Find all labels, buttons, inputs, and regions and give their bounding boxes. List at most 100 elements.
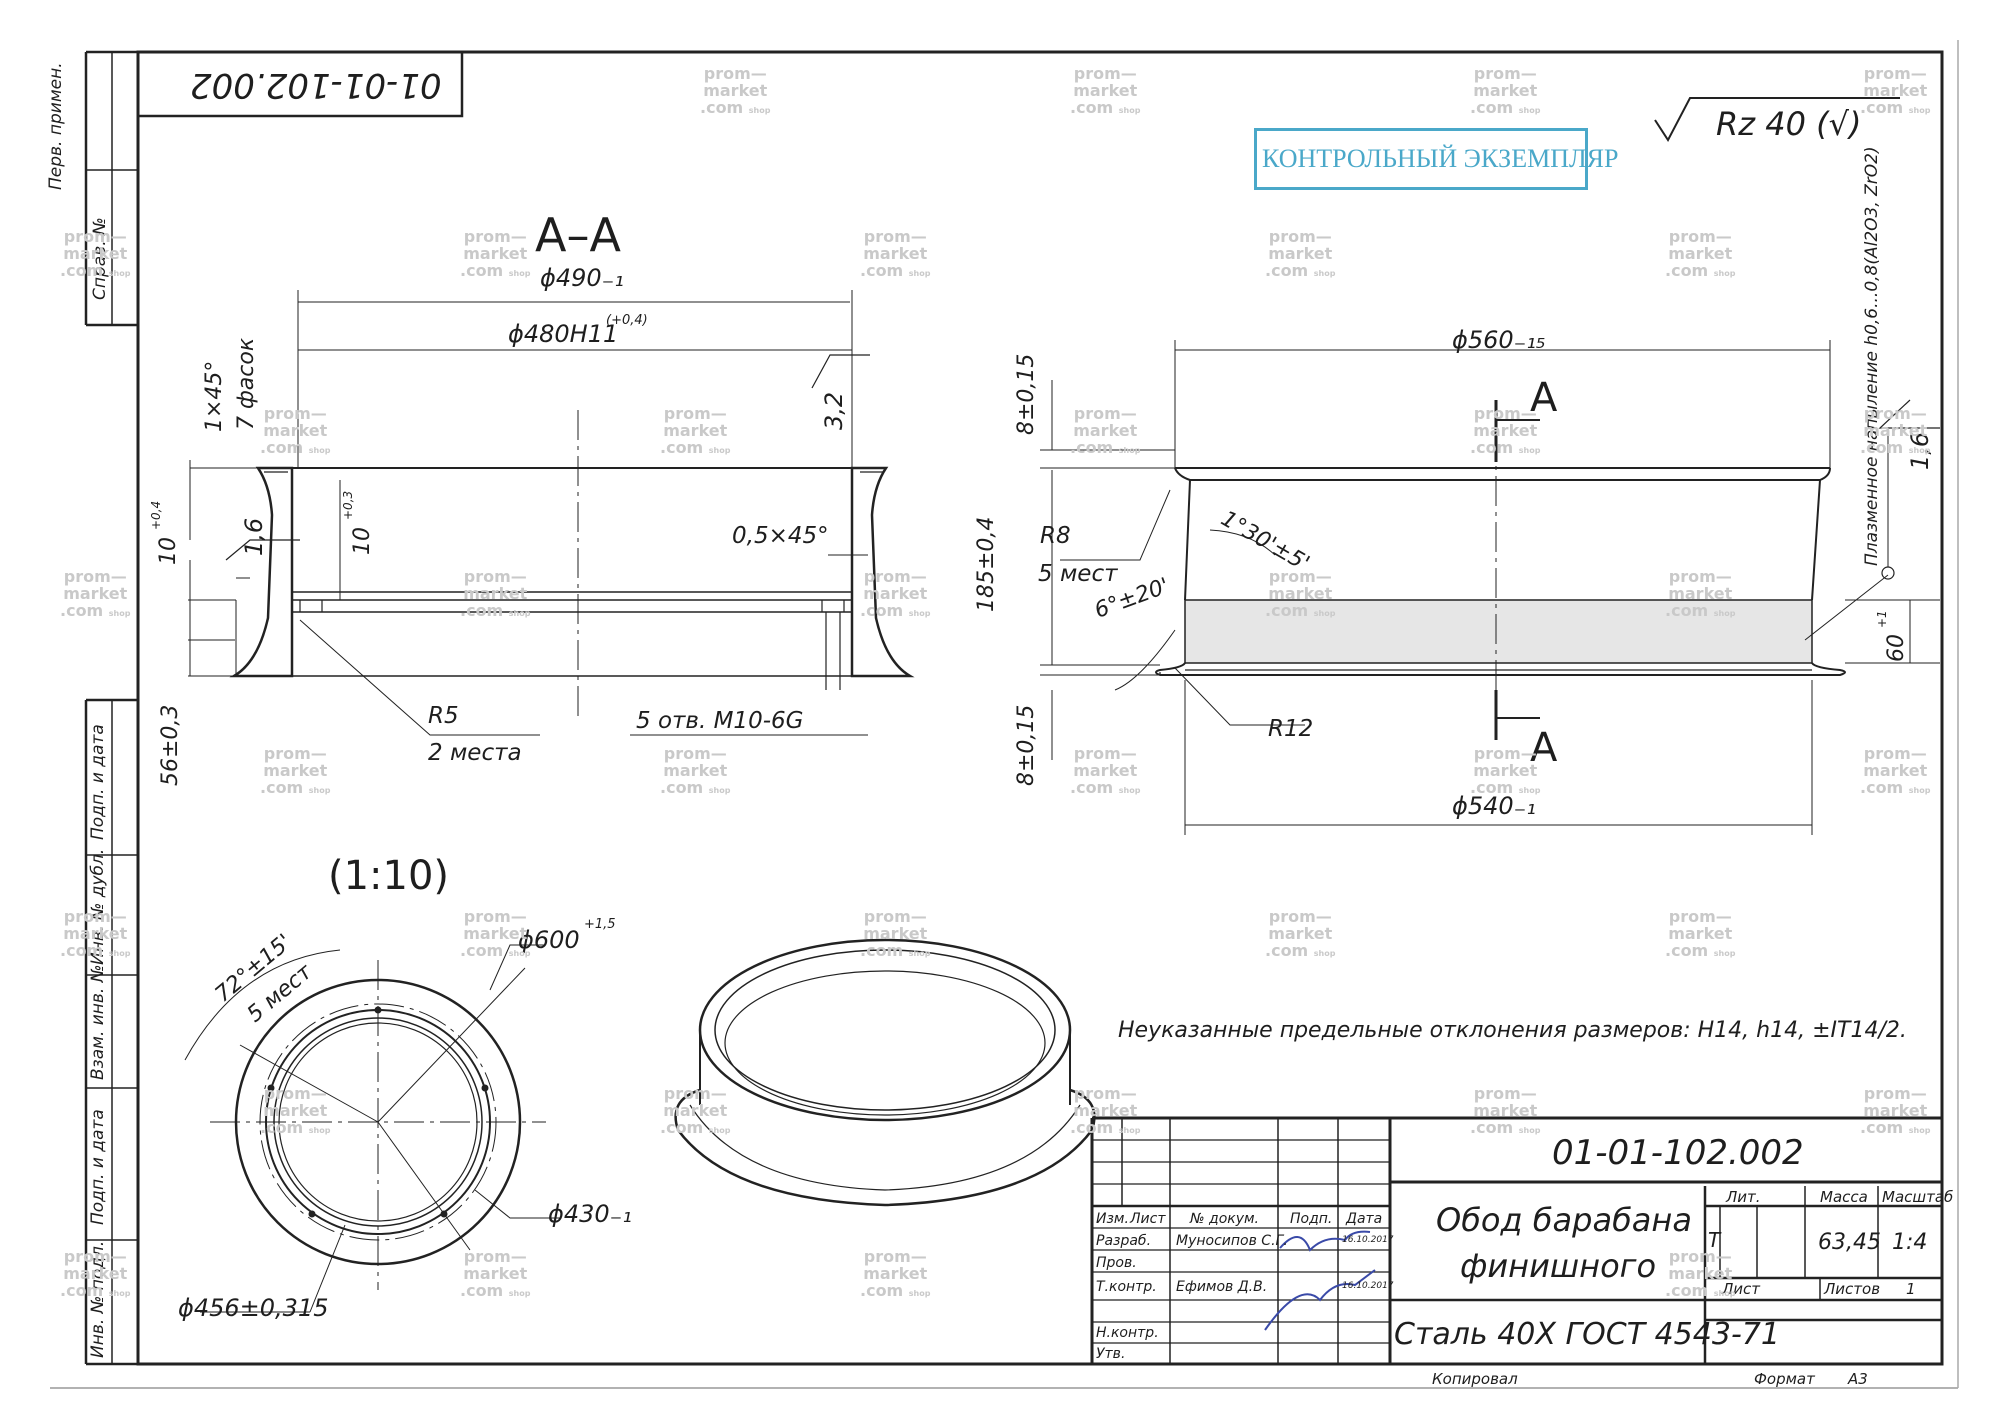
dim-two-places: 2 места	[428, 740, 522, 766]
roughness-text: Rz 40 (√)	[1716, 105, 1862, 143]
lit-value: Т	[1708, 1228, 1721, 1252]
dim-60: 60	[1884, 634, 1909, 662]
signature-2	[1264, 1269, 1376, 1331]
dim-d540: ϕ540₋₁	[1452, 792, 1536, 820]
rotated-drawing-number: 01-01-102.002	[190, 65, 442, 105]
watermark: prom—market.com shop	[1860, 1084, 1931, 1137]
watermark: prom—market.com shop	[1470, 64, 1541, 117]
watermark: prom—market.com shop	[460, 1247, 531, 1300]
watermark: prom—market.com shop	[60, 227, 131, 280]
watermark: prom—market.com shop	[700, 64, 771, 117]
watermark: prom—market.com shop	[860, 907, 931, 960]
dim-r12: R12	[1268, 716, 1314, 742]
row-name-1: Муносипов С.Г.	[1176, 1233, 1288, 1249]
watermark: prom—market.com shop	[1665, 1247, 1736, 1300]
dim-d456: ϕ456±0,315	[178, 1294, 329, 1322]
title-block-number: 01-01-102.002	[1552, 1133, 1804, 1173]
dim-chamfer-7: 7 фасок	[234, 337, 259, 430]
watermark: prom—market.com shop	[1470, 1084, 1541, 1137]
row-role-4: Н.контр.	[1096, 1325, 1159, 1341]
watermark: prom—market.com shop	[1265, 567, 1336, 620]
dim-d600-tol: +1,5	[584, 917, 616, 932]
watermark: prom—market.com shop	[1265, 227, 1336, 280]
strip-label-5: Взам. инв. №	[88, 964, 108, 1080]
watermark: prom—market.com shop	[1470, 744, 1541, 797]
col-list: Лист	[1130, 1211, 1166, 1227]
watermark: prom—market.com shop	[1860, 64, 1931, 117]
section-label: A–A	[535, 208, 621, 262]
mass-value: 63,45	[1818, 1230, 1881, 1255]
title-line-1: Обод барабана	[1436, 1201, 1692, 1239]
watermark: prom—market.com shop	[860, 567, 931, 620]
dim-185: 185±0,4	[974, 516, 999, 612]
signature-1	[1279, 1230, 1371, 1252]
watermark: prom—market.com shop	[1665, 227, 1736, 280]
dim-d480-tol: (+0,4)	[606, 313, 648, 328]
watermark: prom—market.com shop	[1860, 404, 1931, 457]
watermark: prom—market.com shop	[260, 744, 331, 797]
roughness-sign	[1654, 97, 1900, 142]
dim-56: 56±0,3	[158, 704, 183, 786]
dim-chamfer-1x45: 1×45°	[202, 360, 227, 432]
dim-10-b-tol: +0,3	[341, 490, 355, 520]
mass-label: Масса	[1820, 1188, 1868, 1206]
row-name-3: Ефимов Д.В.	[1176, 1279, 1268, 1295]
watermark: prom—market.com shop	[1665, 567, 1736, 620]
sheet-label: Лист	[1722, 1280, 1761, 1298]
strip-label-1: Перв. примен.	[46, 62, 66, 190]
isometric-view	[674, 938, 1096, 1207]
col-date: Дата	[1346, 1211, 1383, 1227]
watermark: prom—market.com shop	[860, 227, 931, 280]
dim-holes: 5 отв. M10-6G	[636, 708, 804, 734]
row-date-1: 16.10.2017	[1342, 1235, 1394, 1245]
sheets-value: 1	[1906, 1280, 1916, 1298]
watermark: prom—market.com shop	[60, 1247, 131, 1300]
dim-10-a: 10	[156, 537, 181, 565]
row-role-2: Пров.	[1096, 1255, 1137, 1271]
dim-d430: ϕ430₋₁	[548, 1200, 632, 1228]
rotated-number-box	[138, 52, 464, 118]
copied-label: Копировал	[1432, 1370, 1518, 1388]
watermark: prom—market.com shop	[1860, 744, 1931, 797]
material-text: Сталь 40Х ГОСТ 4543-71	[1394, 1317, 1780, 1352]
watermark: prom—market.com shop	[1070, 404, 1141, 457]
coating-note: Плазменное напыление h0,6...0,8(Al2O3, Z…	[1862, 146, 1882, 566]
dim-five-places: 5 мест	[1038, 561, 1118, 587]
front-view	[1040, 340, 1940, 835]
watermark: prom—market.com shop	[1070, 744, 1141, 797]
row-role-5: Утв.	[1096, 1346, 1126, 1362]
watermark: prom—market.com shop	[460, 227, 531, 280]
watermark: prom—market.com shop	[660, 404, 731, 457]
row-date-3: 16.10.2017	[1342, 1281, 1394, 1291]
format-value: А3	[1848, 1370, 1868, 1388]
watermark: prom—market.com shop	[1070, 64, 1141, 117]
watermark: prom—market.com shop	[1470, 404, 1541, 457]
section-marker-bottom: A	[1530, 725, 1558, 771]
dim-r8: R8	[1040, 523, 1071, 549]
coating-band	[1184, 599, 1813, 664]
dim-chamfer-05: 0,5×45°	[732, 523, 829, 549]
dim-60-tol: +1	[1875, 610, 1889, 628]
title-block-lines	[1090, 1116, 1942, 1364]
title-line-2: финишного	[1460, 1247, 1657, 1285]
section-a-a-view	[188, 290, 915, 736]
watermark: prom—market.com shop	[660, 744, 731, 797]
dim-8-top: 8±0,15	[1014, 353, 1039, 435]
general-tolerance-note: Неуказанные предельные отклонения размер…	[1118, 1018, 1907, 1043]
control-copy-stamp-text: КОНТРОЛЬНЫЙ ЭКЗЕМПЛЯР	[1262, 144, 1619, 173]
col-izm: Изм.	[1096, 1211, 1129, 1227]
scale-label: (1:10)	[328, 853, 450, 899]
watermark: prom—market.com shop	[660, 1084, 731, 1137]
dim-10-b: 10	[350, 527, 375, 555]
top-view	[184, 944, 560, 1313]
watermark: prom—market.com shop	[60, 907, 131, 960]
watermark: prom—market.com shop	[860, 1247, 931, 1300]
dim-10-a-tol: +0,4	[149, 500, 163, 530]
col-doc: № докум.	[1190, 1211, 1260, 1227]
watermark: prom—market.com shop	[260, 1084, 331, 1137]
watermark: prom—market.com shop	[460, 567, 531, 620]
dim-d490: ϕ490₋₁	[540, 264, 624, 292]
main-frame	[136, 50, 1944, 1366]
dim-8-bottom: 8±0,15	[1014, 704, 1039, 786]
